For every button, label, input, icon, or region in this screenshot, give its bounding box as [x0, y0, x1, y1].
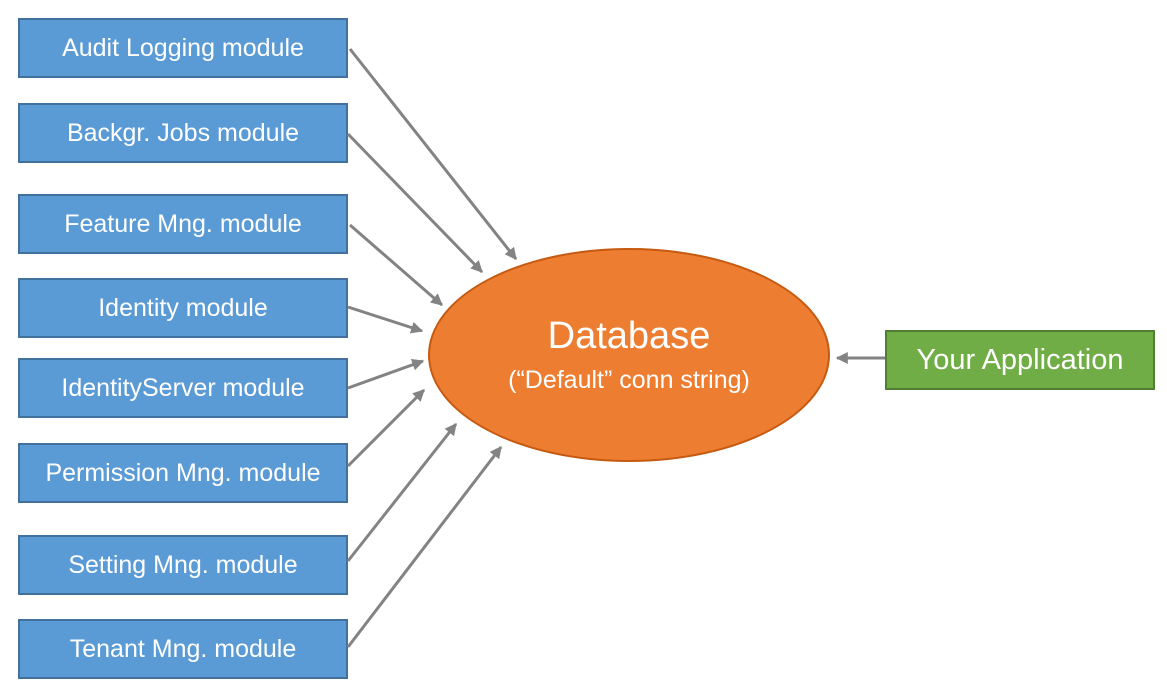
arrow-permission-mng-to-database	[346, 388, 426, 468]
module-label: Identity module	[98, 293, 268, 322]
database-ellipse: Database (“Default” conn string)	[428, 248, 830, 462]
arrow-identity-to-database	[347, 305, 424, 334]
arrow-setting-mng-to-database	[346, 423, 458, 562]
module-label: IdentityServer module	[61, 373, 305, 402]
module-label: Feature Mng. module	[64, 209, 302, 238]
module-box-tenant-mng: Tenant Mng. module	[18, 619, 348, 679]
module-label: Permission Mng. module	[45, 458, 321, 487]
module-box-setting-mng: Setting Mng. module	[18, 535, 348, 595]
module-box-identity-server: IdentityServer module	[18, 358, 348, 418]
database-conn-string: (“Default” conn string)	[508, 365, 750, 394]
module-box-permission-mng: Permission Mng. module	[18, 443, 348, 503]
arrow-identity-server-to-database	[347, 359, 425, 390]
arrow-feature-mng-to-database	[349, 223, 443, 307]
arrow-audit-logging-to-database	[348, 48, 518, 260]
module-label: Tenant Mng. module	[69, 634, 297, 663]
database-title: Database	[547, 315, 711, 358]
module-box-backgr-jobs: Backgr. Jobs module	[18, 103, 348, 163]
module-label: Setting Mng. module	[68, 550, 298, 579]
module-box-audit-logging: Audit Logging module	[18, 18, 348, 78]
arrow-tenant-mng-to-database	[346, 446, 503, 648]
module-label: Backgr. Jobs module	[66, 118, 300, 147]
your-application-box: Your Application	[885, 330, 1155, 390]
arrow-backgr-jobs-to-database	[346, 132, 484, 274]
module-label: Audit Logging module	[62, 33, 304, 62]
module-box-feature-mng: Feature Mng. module	[18, 194, 348, 254]
your-application-label: Your Application	[916, 343, 1124, 376]
module-box-identity: Identity module	[18, 278, 348, 338]
